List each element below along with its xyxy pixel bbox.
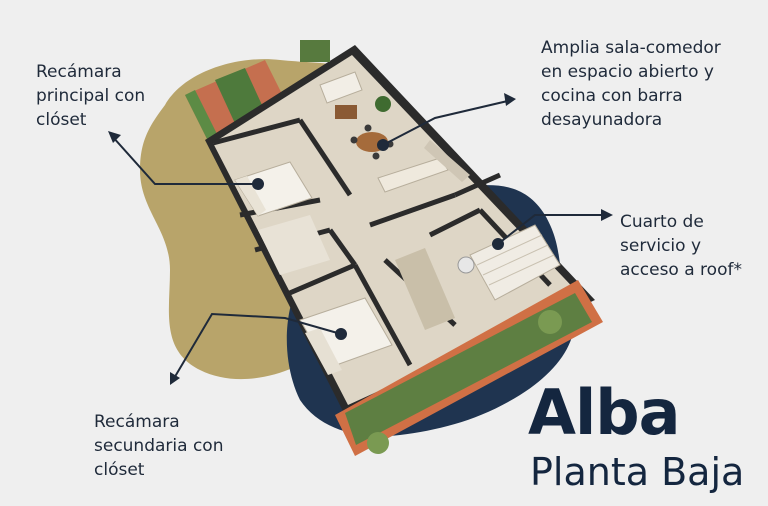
callout-text-line: acceso a roof* <box>620 260 742 280</box>
closet <box>395 248 455 330</box>
floor-subtitle: Planta Baja <box>530 450 745 494</box>
model-title: Alba <box>528 376 680 449</box>
stairs <box>469 224 561 301</box>
dining-chair <box>350 136 358 144</box>
callout-dots <box>252 139 504 340</box>
dining-chair <box>372 152 380 160</box>
garden-shrub <box>367 432 389 454</box>
arrow-head <box>504 93 516 106</box>
callout-text-line: Amplia sala-comedor <box>541 38 721 58</box>
plant-living <box>375 96 391 112</box>
planter-strip <box>185 90 220 145</box>
washer <box>457 256 475 274</box>
kitchen-bar <box>377 157 449 193</box>
callout-text-line: en espacio abierto y <box>541 62 714 82</box>
floor-interior <box>213 55 583 405</box>
callout-service-room: Cuarto de servicio y acceso a roof* <box>620 210 742 282</box>
callout-text-line: Recámara <box>36 62 122 82</box>
callout-arrows <box>108 93 613 385</box>
callout-text-line: secundaria con <box>94 436 224 456</box>
callout-dot <box>377 139 389 151</box>
callout-text-line: principal con <box>36 86 146 106</box>
callout-line-living <box>382 99 513 146</box>
callout-master-bedroom: Recámara principal con clóset <box>36 60 145 132</box>
garden-shrub <box>538 310 562 334</box>
callout-second-bedroom: Recámara secundaria con clóset <box>94 410 223 482</box>
top-planter <box>300 40 330 62</box>
callout-line-service <box>497 214 608 245</box>
arrow-head <box>170 372 180 385</box>
coffee-table <box>335 105 357 119</box>
callout-living-area: Amplia sala-comedor en espacio abierto y… <box>541 36 721 132</box>
callout-text-line: cocina con barra <box>541 86 683 106</box>
sofa-secondary <box>305 328 342 375</box>
callout-text-line: clóset <box>94 460 145 480</box>
callout-line-secondary <box>172 312 342 381</box>
stair-steps <box>476 234 555 286</box>
floor-plan <box>185 40 603 456</box>
garden-grass <box>345 293 592 445</box>
arrow-head <box>108 131 121 143</box>
callout-dot <box>492 238 504 250</box>
bathroom <box>258 215 330 275</box>
bed-master-pillow <box>235 176 266 216</box>
callout-text-line: Recámara <box>94 412 180 432</box>
arrow-head <box>601 209 613 221</box>
kitchen-counter <box>424 140 470 182</box>
callout-text-line: clóset <box>36 110 87 130</box>
callout-text-line: servicio y <box>620 236 702 256</box>
callout-lines <box>111 99 608 381</box>
callout-text-line: desayunadora <box>541 110 663 130</box>
callout-dot <box>335 328 347 340</box>
callout-text-line: Cuarto de <box>620 212 704 232</box>
callout-line-master <box>111 135 258 185</box>
sofa-living <box>319 71 363 104</box>
dining-chair <box>364 124 372 132</box>
callout-dot <box>252 178 264 190</box>
